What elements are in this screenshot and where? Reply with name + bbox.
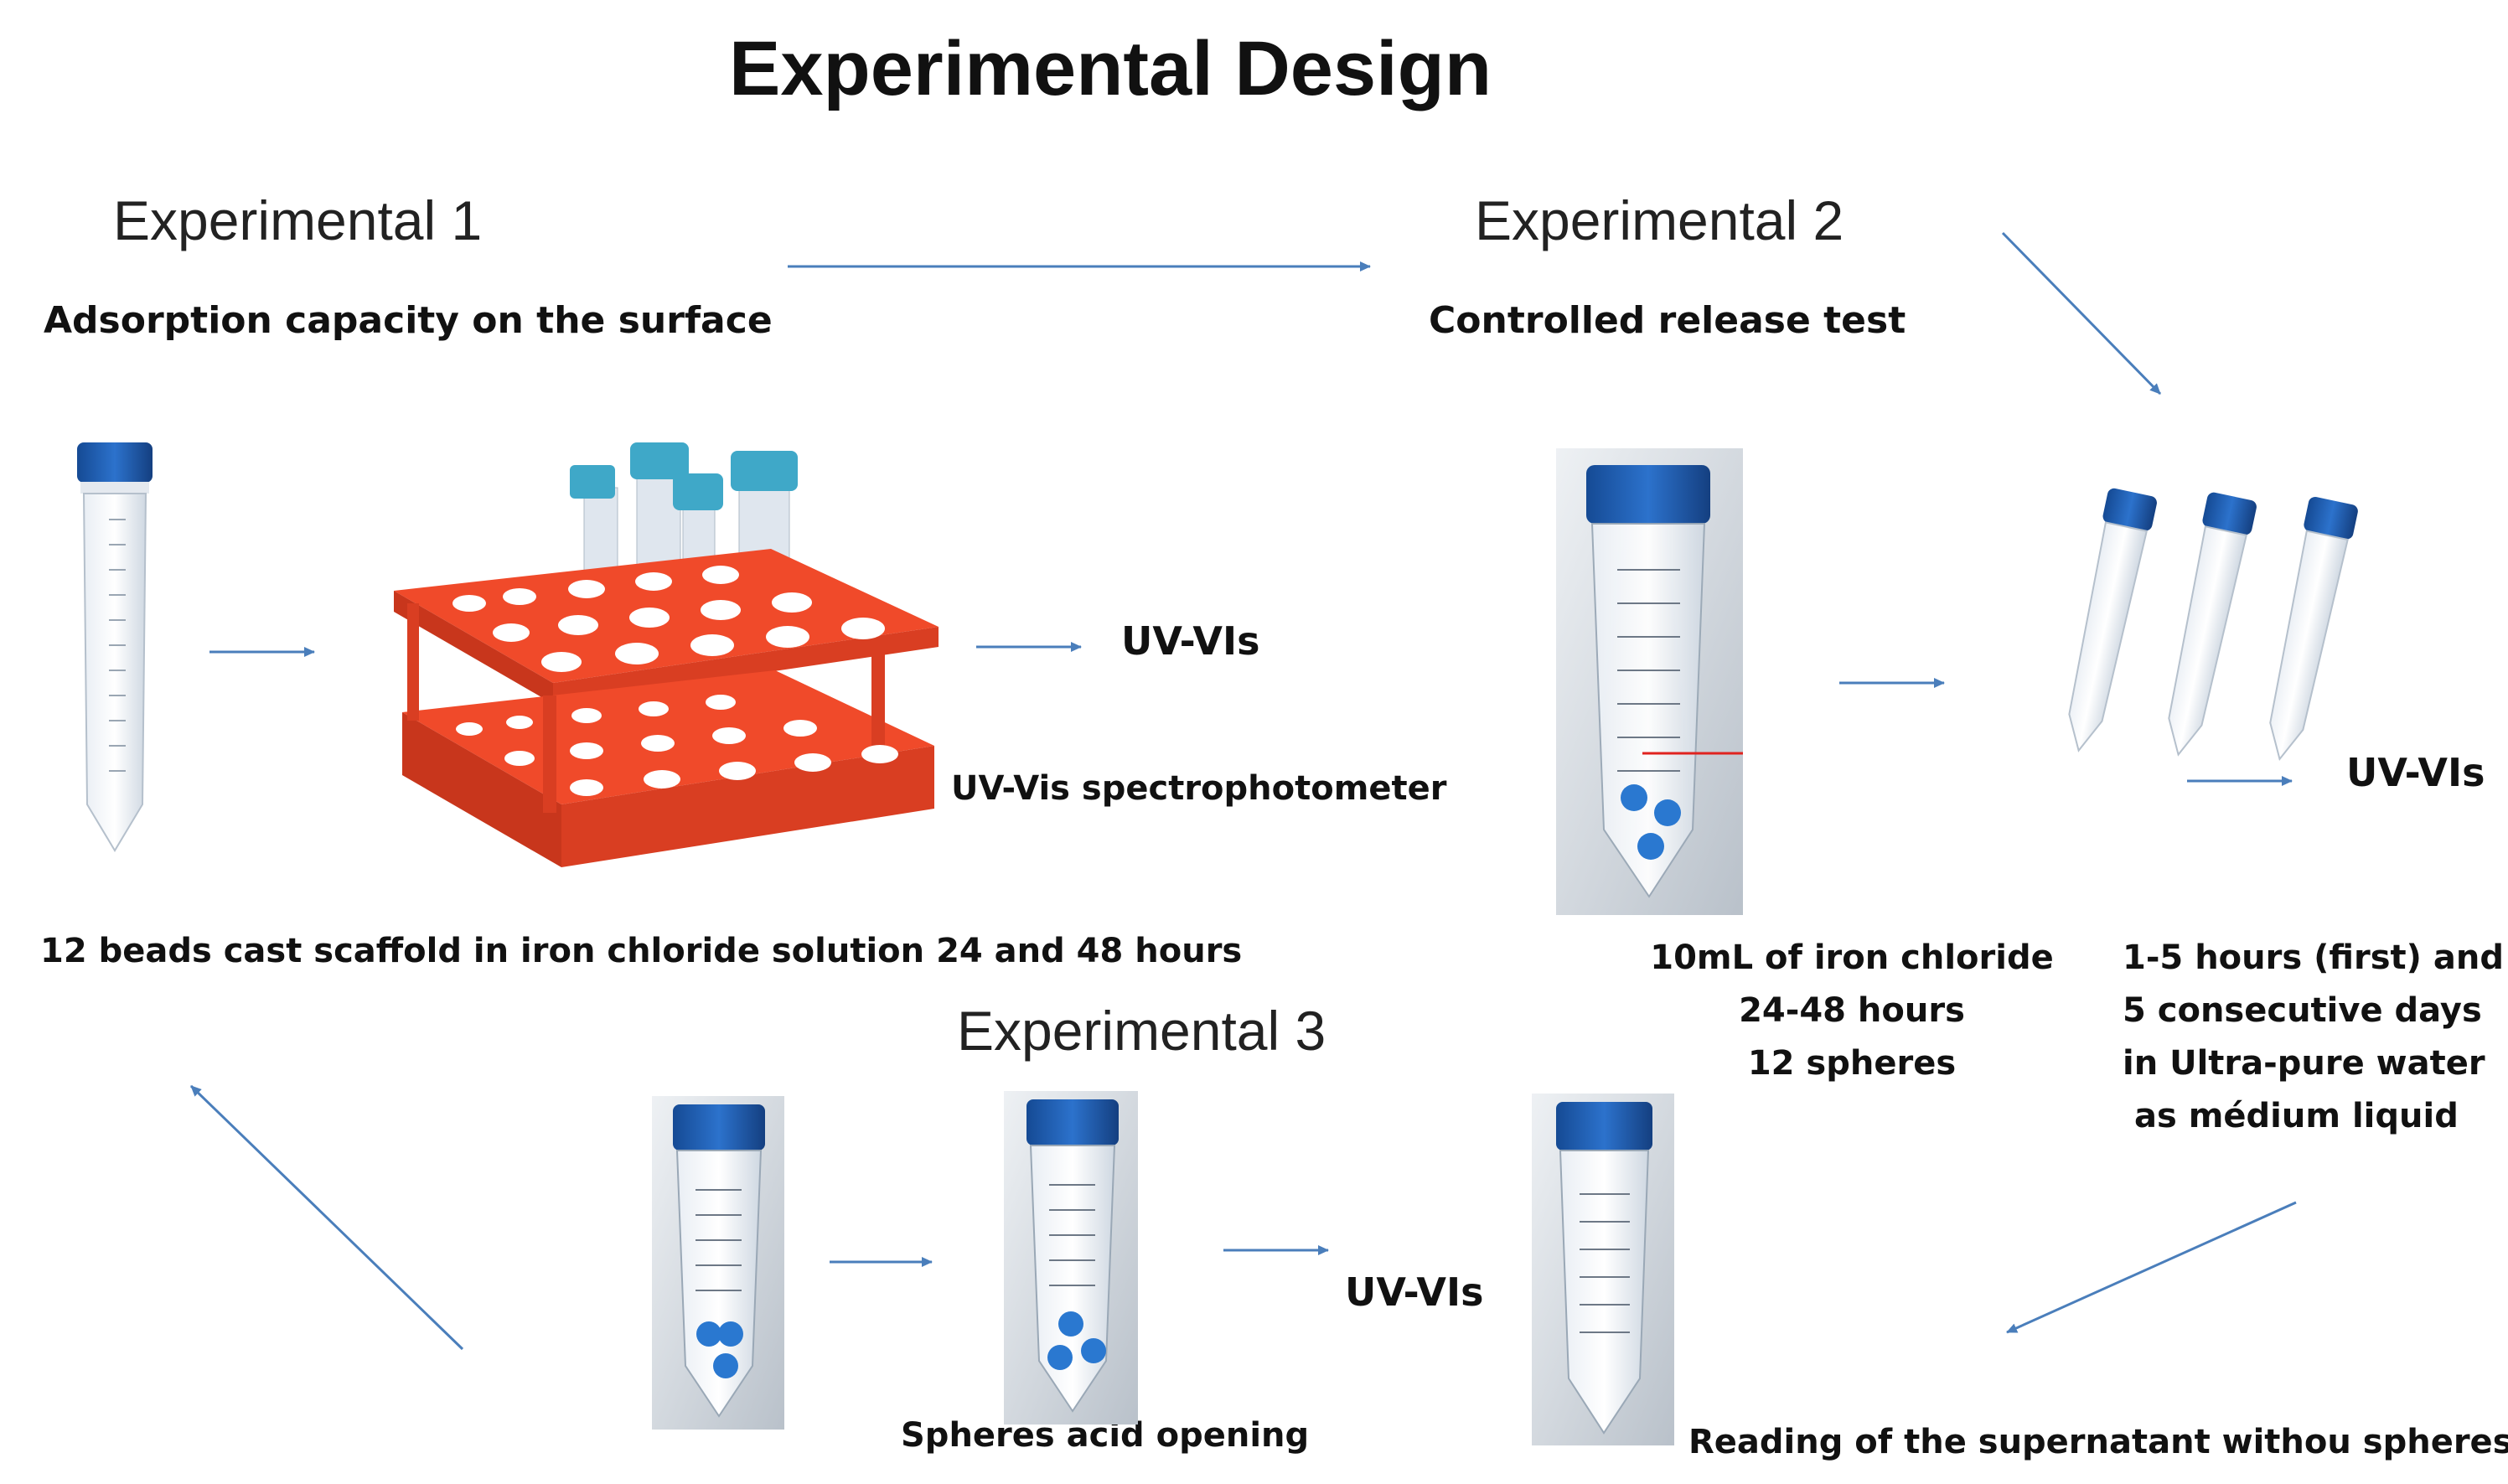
exp1-instrument-label: UV-Vis spectrophotometer [951, 769, 1447, 808]
sphere-icon [1621, 784, 1681, 860]
exp2-caption-right-line: 5 consecutive days [2123, 991, 2482, 1030]
tube-icon [652, 1096, 784, 1430]
tube-icon [1532, 1094, 1674, 1445]
exp2-caption-left: 10mL of iron chloride 24-48 hours 12 sph… [1642, 932, 2061, 1090]
rack-icon [394, 442, 939, 867]
tube-icon [1556, 448, 1743, 915]
exp1-subtitle: Adsorption capacity on the surface [44, 299, 773, 342]
arrow-to-exp3 [2006, 1201, 2297, 1334]
tube-icon [2068, 488, 2157, 752]
exp2-heading: Experimental 2 [1475, 189, 1844, 251]
arrow-exp2-down [2001, 231, 2162, 396]
exp3-uv-label: UV-VIs [1345, 1269, 1484, 1315]
exp2-caption-right-line: 1-5 hours (first) and [2123, 938, 2504, 977]
exp2-caption-right: 1-5 hours (first) and 5 consecutive days… [2123, 932, 2504, 1143]
exp2-caption-left-line: 12 spheres [1747, 1044, 1957, 1083]
arrow-icon [189, 231, 2297, 1351]
exp1-caption: 12 beads cast scaffold in iron chloride … [40, 932, 1243, 970]
exp2-caption-right-line: in Ultra-pure water [2123, 1044, 2485, 1083]
diagram-title: Experimental Design [729, 26, 1492, 111]
exp3-heading: Experimental 3 [957, 1000, 1326, 1062]
exp1-uv-label: UV-VIs [1121, 618, 1260, 664]
sphere-icon [696, 1321, 743, 1378]
tube-icon [2168, 492, 2257, 757]
exp3-reading-caption: Reading of the supernatant withou sphere… [1688, 1423, 2508, 1461]
exp2-caption-right-line: as médium liquid [2134, 1097, 2459, 1135]
sphere-icon [1047, 1311, 1106, 1370]
arrow-back-to-exp1 [189, 1084, 464, 1351]
tube-icon [77, 442, 153, 852]
exp2-caption-left-line: 24-48 hours [1739, 991, 1965, 1030]
exp1-heading: Experimental 1 [113, 189, 483, 251]
exp2-uv-label: UV-VIs [2346, 750, 2485, 795]
tube-icon [1004, 1091, 1138, 1425]
tube-icon [2269, 496, 2358, 762]
exp2-caption-left-line: 10mL of iron chloride [1650, 938, 2054, 977]
exp2-subtitle: Controlled release test [1429, 299, 1906, 342]
